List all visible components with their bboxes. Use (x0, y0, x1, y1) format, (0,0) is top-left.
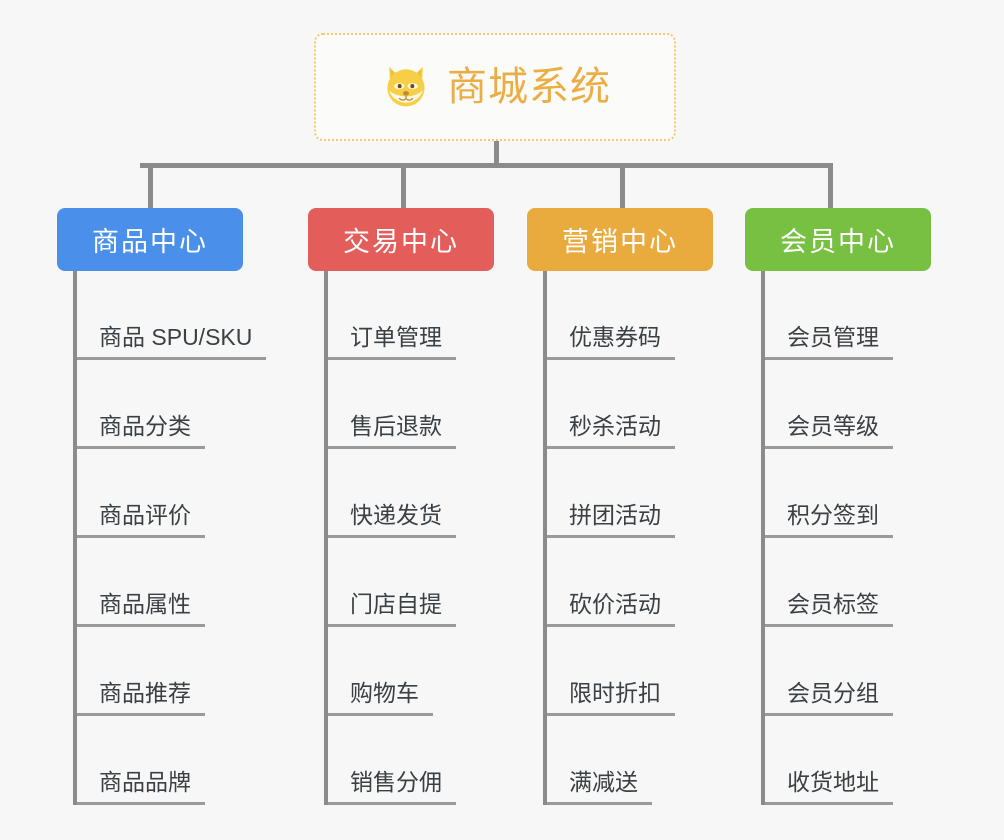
leaf-list-marketing-center: 优惠券码秒杀活动拼团活动砍价活动限时折扣满减送 (543, 271, 713, 805)
leaf-item[interactable]: 满减送 (543, 716, 713, 805)
connector-horizontal-bus (140, 163, 831, 168)
category-box-member-center[interactable]: 会员中心 (745, 208, 931, 271)
column-trade-center: 交易中心订单管理售后退款快递发货门店自提购物车销售分佣 (308, 208, 494, 805)
root-node-mall-system[interactable]: 商城系统 (314, 33, 676, 141)
leaf-item-label: 订单管理 (328, 324, 456, 360)
leaf-item-label: 会员分组 (765, 680, 893, 716)
leaf-item-label: 优惠券码 (547, 324, 675, 360)
leaf-item[interactable]: 门店自提 (324, 538, 494, 627)
connector-spine-member-center (761, 271, 765, 805)
leaf-item-label: 积分签到 (765, 502, 893, 538)
leaf-item-label: 商品分类 (77, 413, 205, 449)
leaf-item[interactable]: 优惠券码 (543, 271, 713, 360)
category-box-product-center[interactable]: 商品中心 (57, 208, 243, 271)
category-box-trade-center[interactable]: 交易中心 (308, 208, 494, 271)
leaf-item[interactable]: 售后退款 (324, 360, 494, 449)
connector-drop-trade-center (401, 163, 406, 208)
connector-drop-marketing-center (620, 163, 625, 208)
column-product-center: 商品中心商品 SPU/SKU 商品分类商品评价商品属性商品推荐商品品牌 (57, 208, 267, 805)
column-marketing-center: 营销中心优惠券码秒杀活动拼团活动砍价活动限时折扣满减送 (527, 208, 713, 805)
leaf-item-label: 快递发货 (328, 502, 456, 538)
connector-root-stem (494, 141, 499, 165)
leaf-item[interactable]: 购物车 (324, 627, 494, 716)
connector-spine-marketing-center (543, 271, 547, 805)
leaf-item[interactable]: 拼团活动 (543, 449, 713, 538)
leaf-item-label: 购物车 (328, 680, 433, 716)
leaf-item-label: 商品评价 (77, 502, 205, 538)
leaf-item[interactable]: 商品分类 (73, 360, 243, 449)
leaf-item-label: 商品品牌 (77, 769, 205, 805)
category-box-marketing-center[interactable]: 营销中心 (527, 208, 713, 271)
leaf-item[interactable]: 积分签到 (761, 449, 931, 538)
leaf-item[interactable]: 快递发货 (324, 449, 494, 538)
leaf-item[interactable]: 收货地址 (761, 716, 931, 805)
leaf-item-label: 售后退款 (328, 413, 456, 449)
leaf-item[interactable]: 会员分组 (761, 627, 931, 716)
column-member-center: 会员中心会员管理会员等级积分签到会员标签会员分组收货地址 (745, 208, 931, 805)
leaf-item[interactable]: 商品推荐 (73, 627, 243, 716)
leaf-item[interactable]: 订单管理 (324, 271, 494, 360)
leaf-item-label: 会员标签 (765, 591, 893, 627)
leaf-item-label: 会员等级 (765, 413, 893, 449)
leaf-list-member-center: 会员管理会员等级积分签到会员标签会员分组收货地址 (761, 271, 931, 805)
leaf-item-label: 秒杀活动 (547, 413, 675, 449)
leaf-list-product-center: 商品 SPU/SKU 商品分类商品评价商品属性商品推荐商品品牌 (73, 271, 267, 805)
leaf-item-label: 限时折扣 (547, 680, 675, 716)
leaf-item[interactable]: 商品评价 (73, 449, 243, 538)
leaf-item-label: 收货地址 (765, 769, 893, 805)
leaf-item[interactable]: 销售分佣 (324, 716, 494, 805)
root-node-title: 商城系统 (447, 65, 611, 109)
leaf-item[interactable]: 秒杀活动 (543, 360, 713, 449)
leaf-list-trade-center: 订单管理售后退款快递发货门店自提购物车销售分佣 (324, 271, 494, 805)
dog-face-icon (387, 66, 425, 107)
leaf-item-label: 满减送 (547, 769, 652, 805)
leaf-item-label: 会员管理 (765, 324, 893, 360)
leaf-item[interactable]: 商品品牌 (73, 716, 243, 805)
leaf-item[interactable]: 商品属性 (73, 538, 243, 627)
leaf-item-label: 商品推荐 (77, 680, 205, 716)
leaf-item[interactable]: 砍价活动 (543, 538, 713, 627)
connector-drop-product-center (148, 163, 153, 208)
leaf-item[interactable]: 限时折扣 (543, 627, 713, 716)
leaf-item-label: 商品 SPU/SKU (77, 324, 267, 360)
leaf-item-label: 门店自提 (328, 591, 456, 627)
leaf-item[interactable]: 商品 SPU/SKU (73, 271, 267, 360)
connector-drop-member-center (828, 163, 833, 208)
leaf-item-label: 销售分佣 (328, 769, 456, 805)
leaf-item-label: 砍价活动 (547, 591, 675, 627)
leaf-item[interactable]: 会员标签 (761, 538, 931, 627)
leaf-item-label: 商品属性 (77, 591, 205, 627)
connector-spine-trade-center (324, 271, 328, 805)
leaf-item[interactable]: 会员等级 (761, 360, 931, 449)
leaf-item[interactable]: 会员管理 (761, 271, 931, 360)
leaf-item-label: 拼团活动 (547, 502, 675, 538)
connector-spine-product-center (73, 271, 77, 805)
